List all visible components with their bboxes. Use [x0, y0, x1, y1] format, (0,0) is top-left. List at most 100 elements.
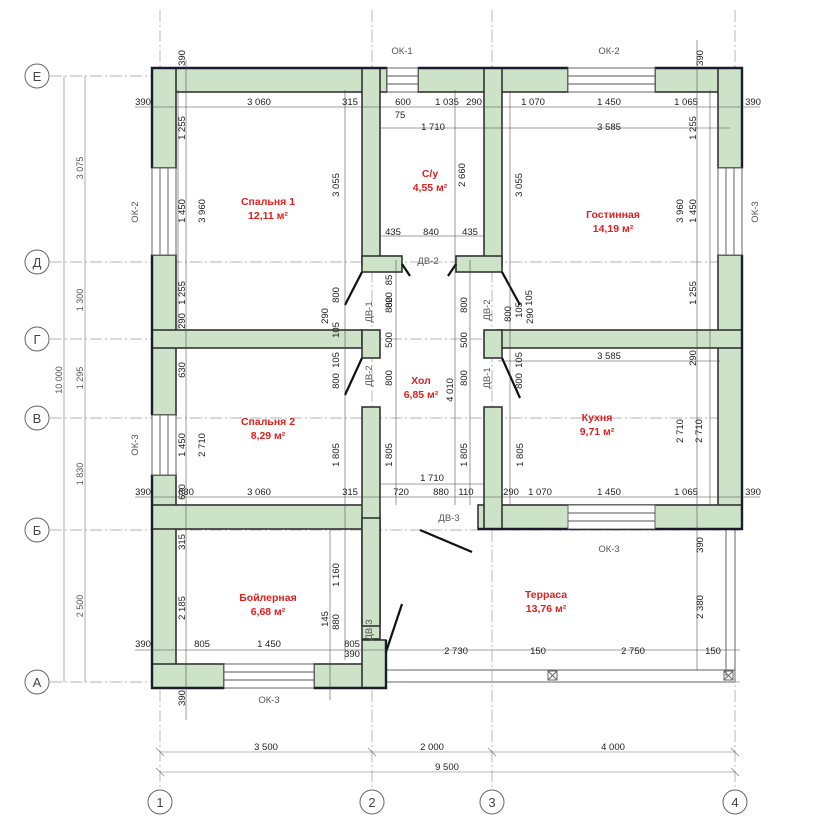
dim-top-600: 600: [395, 97, 411, 108]
dim-v-880: 880: [331, 614, 342, 630]
room-bedroom2-area: 8,29 м²: [251, 430, 286, 442]
svg-text:Д: Д: [33, 255, 42, 270]
dim-top-390-left: 390: [135, 97, 151, 108]
dim-v-right-2710-b: 2 710: [694, 419, 705, 443]
overall-left-span-3: 1 295: [75, 367, 85, 390]
room-living-area: 14,19 м²: [593, 223, 634, 235]
svg-text:Е: Е: [33, 69, 42, 84]
dim-wc-840: 840: [423, 227, 439, 238]
dim-v-right-2710-a: 2 710: [675, 419, 686, 443]
dim-wc-435-left: 435: [385, 227, 401, 238]
door-tag-dv3-entrance: ДВ-3: [438, 513, 459, 524]
svg-text:2: 2: [368, 795, 375, 810]
dim-v-1805-c: 1 805: [459, 443, 470, 467]
dim-wc-1710: 1 710: [421, 122, 445, 133]
window-tag-ok3-left: ОК-3: [130, 434, 141, 455]
dim-v-630-top: 630: [177, 362, 188, 378]
room-boiler-area: 6,68 м²: [251, 606, 286, 618]
room-wc-area: 4,55 м²: [413, 182, 448, 194]
dim-v-800-h: 800: [514, 373, 525, 389]
dim-v-800-a: 800: [459, 297, 470, 313]
dim-v-105-e: 105: [524, 290, 535, 306]
dim-v-315: 315: [177, 534, 188, 550]
dim-v-right-290: 290: [688, 350, 699, 366]
dim-v-right-3960: 3 960: [675, 199, 686, 223]
door-tag-dv2-living: ДВ-2: [482, 299, 493, 320]
room-terrace-area: 13,76 м²: [526, 603, 567, 615]
dim-v-105-d: 105: [514, 352, 525, 368]
dim-living-3585: 3 585: [597, 122, 621, 133]
dim-bot-2730: 2 730: [444, 646, 468, 657]
dim-mid-1070: 1 070: [528, 487, 552, 498]
dim-mid-880: 880: [433, 487, 449, 498]
dim-top-290: 290: [466, 97, 482, 108]
svg-text:А: А: [33, 675, 42, 690]
dim-v-right-2380: 2 380: [695, 595, 706, 619]
dim-v-right-1255-b: 1 255: [688, 281, 699, 305]
dim-mid-3060: 3 060: [247, 487, 271, 498]
svg-text:В: В: [33, 411, 42, 426]
inner-dim-lines: [135, 40, 760, 720]
overall-total-height: 10 000: [54, 366, 64, 394]
dim-v-800-f: 800: [331, 373, 342, 389]
dim-v-1255-a: 1 255: [177, 116, 188, 140]
axis-bubble-3: 3: [479, 789, 505, 815]
door-swings: [344, 263, 522, 653]
dim-v-85: 85: [384, 275, 395, 286]
dim-v-1805-d: 1 805: [515, 443, 526, 467]
dim-v-4010: 4 010: [445, 378, 456, 402]
axis-bubble-A: А: [24, 669, 50, 695]
svg-text:3: 3: [488, 795, 495, 810]
dim-top-1065: 1 065: [674, 97, 698, 108]
dim-v-800-g: 800: [503, 306, 514, 322]
axis-bubble-E: Е: [24, 63, 50, 89]
overall-span-1: 3 500: [254, 742, 278, 753]
dim-top-1070: 1 070: [521, 97, 545, 108]
dim-top-315: 315: [342, 97, 358, 108]
dim-v-105-b: 105: [331, 352, 342, 368]
room-kitchen-area: 9,71 м²: [580, 426, 615, 438]
dim-top-1450: 1 450: [597, 97, 621, 108]
door-tag-dv2-wc: ДВ-2: [417, 256, 438, 267]
svg-text:Г: Г: [33, 332, 40, 347]
dim-v-right-390: 390: [695, 537, 706, 553]
dim-mid-110: 110: [458, 487, 473, 498]
dim-top-3060: 3 060: [247, 97, 271, 108]
axis-bubble-G: Г: [24, 326, 50, 352]
room-hall-area: 6,85 м²: [404, 389, 439, 401]
dim-bot-150-right: 150: [705, 646, 721, 657]
dim-bot-805-right: 805: [344, 639, 360, 650]
dim-v-right-1450: 1 450: [688, 199, 699, 223]
door-tag-dv1-bedroom1: ДВ-1: [364, 301, 375, 322]
dim-v-right-390-top: 390: [695, 50, 706, 66]
dim-mid-1450: 1 450: [597, 487, 621, 498]
dim-wc-435-right: 435: [462, 227, 478, 238]
overall-span-2: 2 000: [420, 742, 444, 753]
dim-v-105-a: 105: [331, 322, 342, 338]
dim-v-800-d: 800: [384, 297, 395, 313]
dim-v-500-b: 500: [384, 332, 395, 348]
room-bedroom1-area: 12,11 м²: [248, 210, 288, 222]
room-labels: Спальня 1 12,11 м² С/у 4,55 м² Гостинная…: [239, 168, 640, 618]
overall-span-3: 4 000: [601, 742, 625, 753]
dim-v-290-right: 290: [525, 308, 536, 324]
overall-dim-lines: [63, 76, 740, 777]
windows: [151, 67, 743, 689]
room-terrace-name: Терраса: [525, 589, 567, 601]
dim-v-390-bot: 390: [177, 690, 188, 706]
dim-mid-390-left: 390: [135, 487, 151, 498]
axis-bubble-B: Б: [24, 517, 50, 543]
dim-v-390-top: 390: [177, 50, 188, 66]
dim-v-1805-b: 1 805: [384, 443, 395, 467]
window-tag-ok3-right: ОК-3: [750, 201, 761, 222]
dim-top-390-right: 390: [745, 97, 761, 108]
door-tag-dv1-kitchen: ДВ-1: [482, 367, 493, 388]
dim-v-800-e: 800: [331, 287, 342, 303]
svg-text:Б: Б: [33, 523, 42, 538]
dim-v-1255-b: 1 255: [177, 281, 188, 305]
dim-bot-390: 390: [135, 639, 151, 650]
dim-bot-390-right: 390: [344, 649, 360, 660]
dim-v-2660: 2 660: [457, 163, 468, 187]
opening-tags: ОК-1 ОК-2 ОК-2 ОК-3 ОК-3 ОК-3 ОК-3 ДВ-2 …: [130, 46, 761, 706]
dim-v-1805-a: 1 805: [331, 443, 342, 467]
